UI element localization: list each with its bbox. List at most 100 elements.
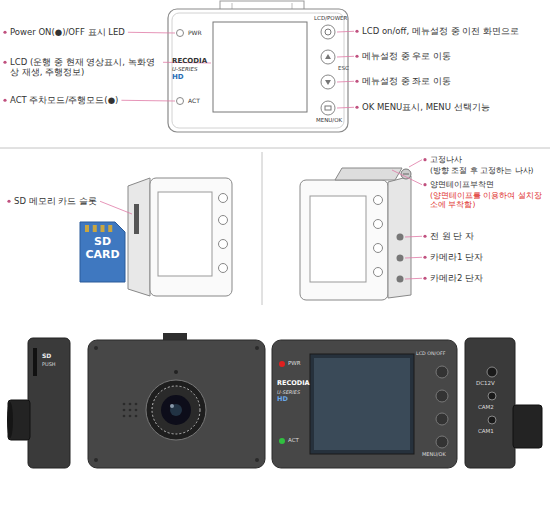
sd-card: SD CARD [80,222,125,282]
bullet-dot [423,183,426,186]
device-photo-back [272,340,457,468]
device-side-drawing [401,169,411,179]
callout-note: (방향 조절 후 고정하는 나사) [430,166,534,175]
device-side-drawing [374,220,383,229]
device-side-drawing [128,178,232,296]
callout-text: 카메라1 단자 [430,252,483,262]
device-front-drawing [177,98,184,105]
device-photo-side [7,338,70,468]
bullet-dot [423,277,426,280]
leader-line [121,100,175,102]
callout-text: 고정나사 [430,155,462,164]
device-side-drawing [397,276,404,283]
sd-card-outline [80,222,125,282]
device-front-drawing [325,54,331,59]
device-side-drawing [219,240,228,249]
device-front-drawing [325,80,331,85]
device-front-drawing [321,50,335,64]
device-photo-side [7,402,13,438]
device-side-drawing [397,234,404,241]
leader-line [337,31,354,33]
bullet-dot [3,99,6,102]
callout-text: 양면테이프부착면 [430,180,494,189]
device-side-drawing [397,255,404,262]
device-side-drawing [219,264,228,273]
device-photo-back [314,358,410,450]
led-label: ACT [288,437,299,444]
callout-text: ACT 주차모드/주행모드(●) [10,95,118,105]
button-label: LCD ON/OFF [416,351,446,357]
device-photo-front [88,333,265,468]
device-side-drawing [300,180,388,300]
device-front-drawing [213,22,307,112]
bullet-dot [7,200,10,203]
callout-text: OK MENU표시, MENU 선택기능 [362,102,490,112]
leader-line [337,56,354,58]
callout-text: LCD on/off, 메뉴설정 중 이전 화면으로 [362,26,519,36]
led-label: ACT [188,97,200,104]
device-side-drawing [374,268,383,277]
device-side-drawing [374,244,383,253]
bullet-dot [423,256,426,259]
device-photo-front [129,409,132,412]
card-contact [101,225,105,232]
device-photo-front [170,404,174,408]
card-label: SD CARD [85,236,119,261]
callout-text: Power ON(●)/OFF 표시 LED [10,27,125,37]
leader-line [405,278,422,280]
leader-line [392,170,422,185]
device-side-drawing [128,178,150,296]
card-contact [85,225,89,232]
button-label: LCD/POWER [314,15,347,22]
brand-logo: HD [277,396,288,404]
brand-logo: U-SERIES [172,66,197,73]
button-label: MENU/OK [422,451,446,457]
callout-text: 메뉴설정 중 우로 이동 [362,51,451,61]
device-photo-front [146,380,206,440]
card-contact [108,225,112,232]
device-side-drawing [300,168,411,300]
bullet-dot [423,235,426,238]
divider-line [262,152,263,305]
callout-text: LCD (운행 중 현재 영상표시, 녹화영상 재생, 주행정보) [10,57,160,77]
leader-line [128,32,175,34]
device-front-drawing [177,30,184,37]
bullet-dot [3,61,6,64]
device-side-drawing [150,178,232,296]
device-front-drawing [325,29,331,35]
device-photo-front [129,415,132,418]
device-photo-front [88,340,265,468]
button-label: MENU/OK [316,117,342,124]
divider-line [0,148,550,149]
callout-text: 전 원 단 자 [430,231,474,241]
device-side-drawing [335,168,402,180]
device-side-drawing [134,204,139,234]
brand-logo: HD [172,73,184,81]
device-photo-side [488,416,496,424]
bullet-dot [355,30,358,33]
device-front-drawing [321,101,335,115]
callout-note: (양면테이프를 이용하여 설치장소에 부착함) [430,191,542,209]
device-front-drawing [325,106,331,110]
device-front-drawing [172,13,344,128]
device-photo-front [123,403,126,406]
device-side-drawing [403,174,409,175]
device-photo-back [436,436,448,448]
button-label: ESC [338,65,349,72]
device-photo-back [272,340,457,468]
device-photo-side [28,338,70,468]
device-photo-front [174,370,178,374]
device-side-drawing [310,196,366,282]
led-label: PWR [288,360,301,367]
callout-text: 메뉴설정 중 좌로 이동 [362,76,451,86]
leader-line [405,257,422,259]
device-photo-front [135,403,138,406]
device-photo-front [170,404,182,416]
leader-line [409,160,422,167]
device-photo-back [310,354,414,454]
device-photo-back [436,390,448,402]
device-photo-side [487,367,497,377]
bullet-dot [423,158,426,161]
bullet-dot [355,80,358,83]
